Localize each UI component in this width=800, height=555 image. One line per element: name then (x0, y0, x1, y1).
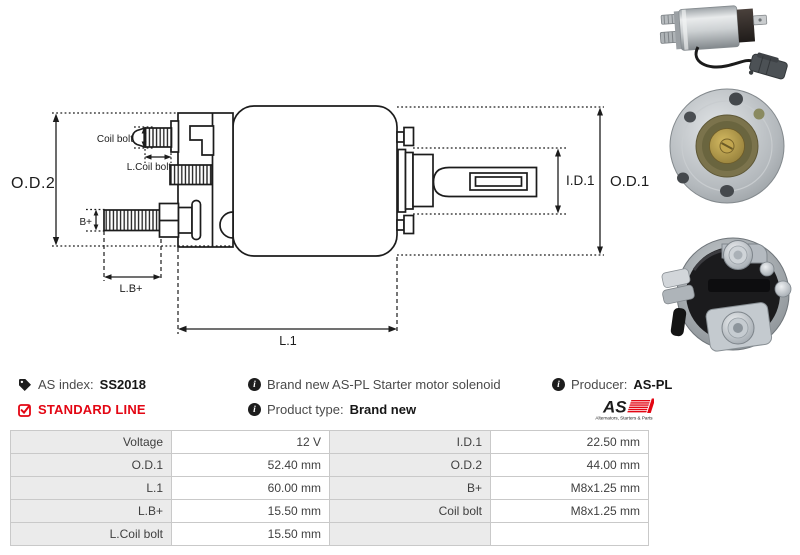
info-icon: i (248, 403, 261, 416)
table-row: Voltage 12 V I.D.1 22.50 mm (10, 430, 649, 454)
spec-label-cell (329, 522, 491, 546)
spec-value-cell: 52.40 mm (171, 453, 330, 477)
dim-label-l1: L.1 (279, 334, 296, 348)
solenoid-dimension-diagram: O.D.2 Coil bolt L.Coil bolt B+ L.B+ L.1 … (11, 105, 649, 348)
solenoid-side-photo (659, 5, 788, 80)
logo-tagline: Alternators, Starters & Parts (595, 416, 653, 421)
product-description: Brand new AS-PL Starter motor solenoid (267, 377, 501, 392)
checked-checkbox-icon (18, 403, 32, 417)
spec-value-cell: 15.50 mm (171, 499, 330, 523)
spec-value-cell: 60.00 mm (171, 476, 330, 500)
producer-label: Producer: (571, 377, 628, 392)
table-row: L.1 60.00 mm B+ M8x1.25 mm (10, 476, 649, 500)
info-icon: i (552, 378, 565, 391)
spec-value-cell: M8x1.25 mm (490, 476, 649, 500)
table-row: O.D.1 52.40 mm O.D.2 44.00 mm (10, 453, 649, 477)
table-row: L.Coil bolt 15.50 mm (10, 522, 649, 546)
as-pl-logo: AS Alternators, Starters & Parts (594, 397, 656, 428)
b-plus-threads (103, 209, 161, 232)
standard-line-label: STANDARD LINE (38, 402, 146, 417)
spec-value-cell: M8x1.25 mm (490, 499, 649, 523)
dim-label-b-plus: B+ (79, 217, 92, 228)
coil-bolt-threads (144, 127, 173, 148)
info-col-producer: i Producer: AS-PL (552, 372, 672, 397)
as-index-line: AS index: SS2018 (18, 372, 146, 397)
solenoid-front-flange-photo (669, 88, 785, 204)
description-line: i Brand new AS-PL Starter motor solenoid (248, 372, 501, 397)
info-col-index: AS index: SS2018 STANDARD LINE (18, 372, 146, 422)
dim-label-l-coil-bolt: L.Coil bolt (127, 162, 172, 173)
dim-label-coil-bolt: Coil bolt (97, 134, 133, 145)
specs-table: Voltage 12 V I.D.1 22.50 mm O.D.1 52.40 … (10, 430, 649, 546)
dim-label-od2: O.D.2 (11, 175, 55, 192)
spec-value-cell: 44.00 mm (490, 453, 649, 477)
table-row: L.B+ 15.50 mm Coil bolt M8x1.25 mm (10, 499, 649, 523)
spec-value-cell (490, 522, 649, 546)
dim-label-l-b-plus: L.B+ (120, 283, 143, 295)
coil-bolt-tip (131, 126, 146, 149)
standard-line-badge: STANDARD LINE (18, 397, 146, 422)
solenoid-body-outline (232, 105, 398, 257)
producer-line: i Producer: AS-PL (552, 372, 672, 397)
tag-icon (18, 378, 32, 392)
spec-label-cell: O.D.2 (329, 453, 491, 477)
spec-label-cell: L.1 (10, 476, 172, 500)
product-photo-column (659, 5, 792, 352)
producer-value: AS-PL (633, 377, 673, 392)
spec-value-cell: 22.50 mm (490, 430, 649, 454)
solenoid-back-terminals-photo (661, 237, 792, 352)
dim-label-id1: I.D.1 (566, 173, 595, 188)
spec-label-cell: Voltage (10, 430, 172, 454)
spec-label-cell: I.D.1 (329, 430, 491, 454)
dim-label-od1: O.D.1 (610, 173, 649, 190)
product-type-line: i Product type: Brand new (248, 397, 501, 422)
info-col-description: i Brand new AS-PL Starter motor solenoid… (248, 372, 501, 422)
info-icon: i (248, 378, 261, 391)
product-type-value: Brand new (349, 402, 417, 417)
as-index-label: AS index: (38, 377, 94, 392)
product-type-label: Product type: (267, 402, 344, 417)
spec-label-cell: L.Coil bolt (10, 522, 172, 546)
spec-value-cell: 15.50 mm (171, 522, 330, 546)
logo-mark: AS (602, 398, 627, 417)
as-index-value: SS2018 (99, 377, 146, 392)
spec-label-cell: Coil bolt (329, 499, 491, 523)
product-info-strip: AS index: SS2018 STANDARD LINE i Brand n… (0, 372, 800, 430)
spec-label-cell: B+ (329, 476, 491, 500)
spec-label-cell: O.D.1 (10, 453, 172, 477)
spec-value-cell: 12 V (171, 430, 330, 454)
spec-label-cell: L.B+ (10, 499, 172, 523)
